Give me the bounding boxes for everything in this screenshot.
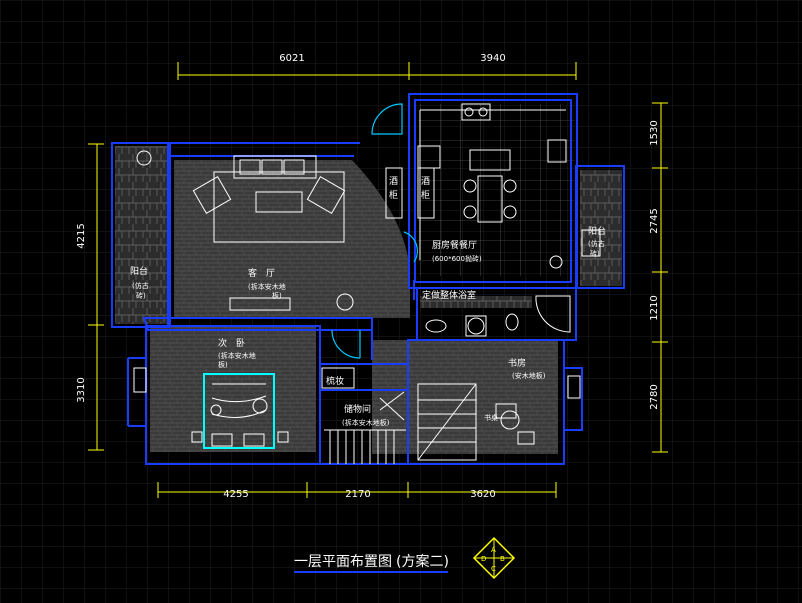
- living-rug: [213, 171, 345, 243]
- study-desk: [495, 403, 517, 419]
- label-balcony-right: 阳台: [588, 225, 606, 237]
- balcony-right-floor: [580, 170, 622, 286]
- bed: [203, 373, 275, 449]
- stove: [461, 103, 491, 121]
- dim-left-2: 3310: [76, 377, 87, 402]
- kitchen-island: [469, 149, 511, 171]
- plant-balcony-left: [136, 150, 152, 166]
- label-study-note: (安木地板): [512, 371, 546, 380]
- study-chair: [500, 410, 520, 430]
- label-balcony-right-note-2: 砖): [590, 249, 600, 258]
- dim-bottom-2: 2170: [345, 489, 370, 500]
- title-suffix: (方案二): [396, 553, 449, 570]
- drawing-title: 一层平面布置图 (方案二): [294, 553, 449, 573]
- room-labels: 客 厅 (拆本安木地 板) 厨房餐餐厅 (600*600抛砖) 定做整体浴室 次…: [130, 176, 606, 427]
- label-living-note-2: 板): [272, 291, 282, 300]
- dim-top-2: 3940: [480, 53, 505, 64]
- dim-top-1: 6021: [279, 53, 304, 64]
- armchair-left: [192, 176, 232, 214]
- plant-living: [336, 293, 354, 311]
- label-dressing: 梳妆: [326, 375, 344, 387]
- title-text: 一层平面布置图: [294, 554, 392, 570]
- furniture: [133, 103, 601, 464]
- dim-left-1: 4215: [76, 223, 87, 248]
- floor-fills: [115, 104, 622, 454]
- label-cabinet-1a: 酒: [389, 176, 398, 187]
- staircase: [417, 383, 477, 461]
- compass-d: D: [481, 555, 486, 563]
- dim-right-2: 2745: [649, 208, 660, 233]
- study-floor: [372, 340, 558, 454]
- balcony-left-floor: [115, 146, 167, 324]
- doors: [331, 103, 418, 359]
- bedroom-floor: [150, 326, 316, 452]
- label-kitchen-note: (600*600抛砖): [432, 254, 482, 263]
- label-storage-note: (拆本安木地板): [342, 418, 390, 427]
- label-balcony-right-note-1: (仿古: [588, 239, 605, 248]
- compass-b: B: [500, 555, 505, 563]
- label-balcony-left-note-1: (仿古: [132, 281, 149, 290]
- dimension-lines: [88, 62, 668, 498]
- label-bedroom: 次 卧: [218, 337, 245, 349]
- fridge: [417, 145, 441, 169]
- kitchen-floor: [418, 104, 574, 276]
- dim-right-4: 2780: [649, 384, 660, 409]
- armchair-right: [306, 176, 346, 214]
- toilet: [505, 313, 519, 331]
- label-desk: 书桌: [484, 413, 498, 422]
- label-cabinet-1b: 柜: [389, 189, 398, 201]
- label-cabinet-2a: 酒: [421, 176, 430, 187]
- label-balcony-left: 阳台: [130, 265, 148, 277]
- living-floor: [174, 160, 410, 318]
- washing-machine: [467, 317, 485, 335]
- compass-icon: A B C D: [472, 536, 516, 580]
- label-bedroom-note-2: 板): [218, 360, 228, 369]
- washbasin: [425, 319, 447, 333]
- label-living: 客 厅: [248, 267, 275, 279]
- shower: [535, 295, 571, 333]
- label-bedroom-note-1: (拆本安木地: [218, 351, 256, 360]
- dim-bottom-3: 3620: [470, 489, 495, 500]
- dressing-table: [321, 367, 355, 389]
- label-balcony-left-note-2: 砖): [136, 291, 146, 300]
- dim-bottom-1: 4255: [223, 489, 248, 500]
- coffee-table: [255, 191, 303, 213]
- sink: [547, 139, 567, 163]
- bathroom-strip: [420, 296, 532, 308]
- label-living-note-1: (拆本安木地: [248, 282, 286, 291]
- dining-table: [477, 175, 503, 223]
- dim-right-1: 1530: [649, 120, 660, 145]
- wine-cabinet-1: [385, 167, 403, 219]
- compass-c: C: [491, 565, 496, 573]
- sofa: [233, 155, 317, 179]
- label-storage: 储物间: [344, 403, 371, 415]
- tv-cabinet: [229, 297, 291, 311]
- label-study: 书房: [508, 357, 526, 369]
- dim-right-3: 1210: [649, 295, 660, 320]
- label-kitchen: 厨房餐餐厅: [432, 239, 477, 251]
- label-bathroom: 定做整体浴室: [422, 289, 476, 301]
- compass-a: A: [491, 546, 496, 554]
- label-cabinet-2b: 柜: [421, 189, 430, 201]
- dimension-text: 6021 3940 4255 2170 3620 4215 3310 1530 …: [76, 53, 660, 500]
